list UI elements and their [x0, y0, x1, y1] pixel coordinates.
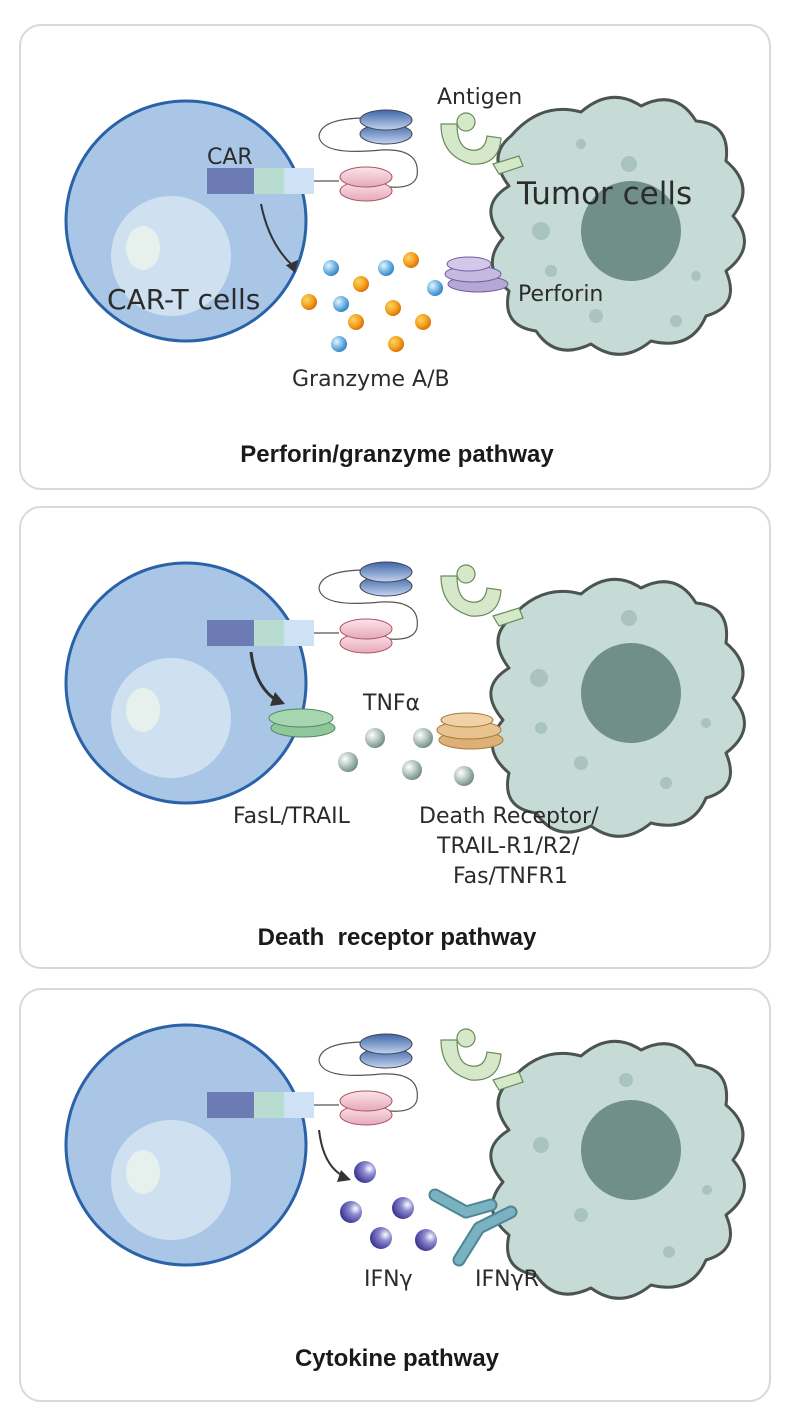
tnf-label: TNFα [362, 691, 420, 716]
ifngr-label: IFNγR [475, 1267, 539, 1292]
fasl-label: FasL/TRAIL [233, 804, 351, 829]
antigen-icon [440, 564, 524, 627]
perforin-granzyme-diagram: Antigen CAR Tumor cells CAR-T cells Perf… [64, 85, 746, 468]
death-receptor-diagram: TNFα FasL/TRAIL Death Receptor/ TRAIL-R1… [64, 561, 746, 951]
arrow-icon [318, 1129, 351, 1182]
panel-title: Perforin/granzyme pathway [240, 441, 554, 468]
granzyme-particles [301, 252, 443, 352]
car-t-cells-label: CAR-T cells [107, 283, 260, 316]
antigen-icon [440, 112, 524, 175]
antibody-icon [318, 1033, 418, 1126]
car-receptor-icon [207, 168, 339, 194]
panel-title: Death receptor pathway [258, 924, 537, 951]
car-t-cell-icon [64, 99, 308, 343]
perforin-label: Perforin [518, 282, 603, 307]
death-receptor-label-line1: Death Receptor/ [419, 804, 599, 829]
cytokine-panel: IFNγ IFNγR Cytokine pathway [19, 988, 771, 1402]
ifng-particles [340, 1161, 437, 1251]
fasl-icon [268, 708, 336, 738]
tnf-particles [338, 728, 474, 786]
arrow-icon [260, 203, 299, 273]
death-receptor-icon [436, 712, 504, 750]
death-receptor-panel: TNFα FasL/TRAIL Death Receptor/ TRAIL-R1… [19, 506, 771, 969]
antigen-label: Antigen [437, 85, 522, 110]
car-t-cell-icon [64, 561, 308, 805]
cytokine-diagram: IFNγ IFNγR Cytokine pathway [64, 1023, 746, 1372]
antigen-icon [440, 1028, 524, 1091]
tumor-cell-icon [489, 577, 746, 838]
ifng-label: IFNγ [364, 1267, 413, 1292]
car-receptor-icon [207, 1092, 339, 1118]
car-label: CAR [207, 145, 253, 170]
tumor-cells-label: Tumor cells [516, 176, 692, 212]
tumor-cell-icon [489, 95, 746, 356]
car-receptor-icon [207, 620, 339, 646]
antibody-icon [318, 561, 418, 654]
arrow-icon [249, 651, 285, 706]
death-receptor-label-line2: TRAIL-R1/R2/ [436, 834, 580, 859]
car-t-cell-icon [64, 1023, 308, 1267]
granzyme-label: Granzyme A/B [292, 367, 450, 392]
ifngr-icon [428, 1188, 518, 1267]
perforin-granzyme-panel: Antigen CAR Tumor cells CAR-T cells Perf… [19, 24, 771, 490]
death-receptor-label-line3: Fas/TNFR1 [453, 864, 568, 889]
perforin-icon [444, 256, 509, 293]
tumor-cell-icon [489, 1039, 746, 1300]
panel-title: Cytokine pathway [295, 1345, 500, 1372]
antibody-icon [318, 109, 418, 202]
